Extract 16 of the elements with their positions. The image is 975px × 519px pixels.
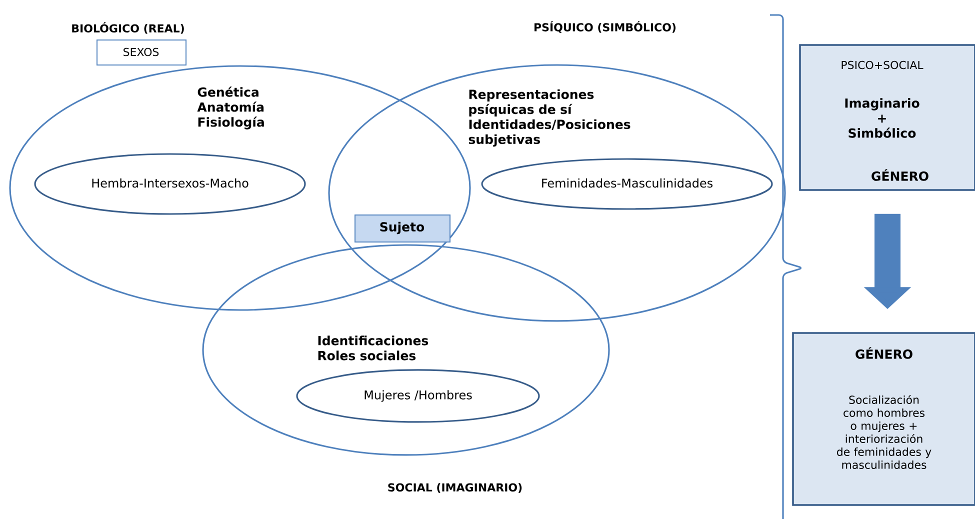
oval-label: Feminidades-Masculinidades — [542, 178, 713, 188]
box-text: Imaginario + Simbólico — [845, 98, 920, 138]
label-box: SEXOS — [96, 40, 186, 66]
subject-box: Sujeto — [354, 214, 450, 242]
circle-heading: BIOLÓGICO (REAL) — [72, 22, 184, 34]
oval-label: Mujeres /Hombres — [364, 390, 472, 402]
circle-text: Genética Anatomía Fisiología — [197, 86, 264, 130]
oval-label: Hembra-Intersexos-Macho — [92, 178, 248, 188]
box-label: GÉNERO — [872, 169, 928, 181]
box-label: GÉNERO — [856, 347, 912, 359]
circle-text: Identificaciones Roles sociales — [318, 336, 428, 360]
box-heading: PSICO+SOCIAL — [842, 60, 924, 70]
circle-text: Representaciones psíquicas de sí Identidades/Posiciones subjetivas — [468, 89, 630, 147]
box-text: Socialización como hombres o mujeres + interiorización de feminidades y masculinidades — [837, 395, 932, 469]
circle-heading: PSÍQUICO (SIMBÓLICO) — [534, 21, 676, 33]
circle-heading: SOCIAL (IMAGINARIO) — [388, 483, 522, 493]
